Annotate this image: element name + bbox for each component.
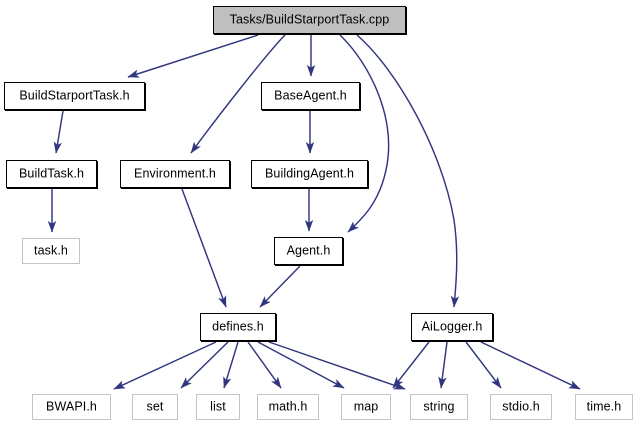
edge-agent-h-to-defines-h <box>259 265 301 308</box>
edge-root-to-agent-h <box>339 34 390 233</box>
graph-node-label: list <box>210 399 226 414</box>
graph-node-map: map <box>341 394 391 420</box>
edge-defines-h-to-string <box>268 341 406 390</box>
graph-node-label: BWAPI.h <box>46 399 97 414</box>
graph-node-label: set <box>146 399 164 414</box>
graph-node-label: AiLogger.h <box>421 319 483 334</box>
edge-root-to-ailogger-h <box>356 34 460 308</box>
graph-node-label: Environment.h <box>134 166 216 181</box>
graph-node-ailogger-h[interactable]: AiLogger.h <box>411 313 493 341</box>
graph-node-string: string <box>410 394 468 420</box>
edge-defines-h-to-math-h <box>247 341 282 389</box>
graph-node-defines-h[interactable]: defines.h <box>200 313 276 341</box>
edge-ailogger-h-to-map <box>392 341 430 389</box>
graph-node-label: defines.h <box>212 319 264 334</box>
graph-node-label: Agent.h <box>286 243 331 258</box>
graph-node-environment-h[interactable]: Environment.h <box>120 160 230 188</box>
edge-ailogger-h-to-time-h <box>480 341 581 390</box>
graph-node-label: time.h <box>586 399 622 414</box>
graph-node-set: set <box>132 394 178 420</box>
graph-node-baseagent-h[interactable]: BaseAgent.h <box>261 82 360 110</box>
graph-node-label: BuildTask.h <box>18 166 85 181</box>
graph-node-math-h: math.h <box>257 394 319 420</box>
graph-node-list: list <box>196 394 240 420</box>
graph-node-time-h: time.h <box>575 394 633 420</box>
edge-environment-h-to-defines-h <box>181 188 227 308</box>
graph-node-label: BuildingAgent.h <box>264 166 355 181</box>
graph-node-buildstarporttask-h[interactable]: BuildStarportTask.h <box>4 82 145 110</box>
graph-node-buildtask-h[interactable]: BuildTask.h <box>6 160 97 188</box>
graph-node-label: map <box>353 399 379 414</box>
edge-root-to-buildstarporttask-h <box>127 34 259 78</box>
edge-ailogger-h-to-stdio-h <box>465 341 502 389</box>
graph-node-label: string <box>423 399 455 414</box>
edge-defines-h-to-set <box>180 341 229 389</box>
edge-ailogger-h-to-string <box>438 341 448 389</box>
edge-defines-h-to-map <box>257 341 345 389</box>
graph-node-label: Tasks/BuildStarportTask.cpp <box>229 12 390 27</box>
graph-node-label: task.h <box>34 243 68 258</box>
graph-node-label: BaseAgent.h <box>274 88 347 103</box>
graph-node-task-h: task.h <box>22 238 80 264</box>
graph-node-stdio-h: stdio.h <box>490 394 552 420</box>
edge-defines-h-to-list <box>223 341 239 389</box>
graph-node-buildingagent-h[interactable]: BuildingAgent.h <box>251 160 368 188</box>
graph-node-label: stdio.h <box>502 399 540 414</box>
graph-node-label: BuildStarportTask.h <box>19 88 130 103</box>
edge-buildstarporttask-h-to-buildtask-h <box>53 110 64 154</box>
graph-node-agent-h[interactable]: Agent.h <box>274 237 343 265</box>
graph-node-bwapi-h: BWAPI.h <box>32 394 111 420</box>
graph-node-label: math.h <box>268 399 308 414</box>
edge-defines-h-to-bwapi-h <box>113 341 217 390</box>
graph-node-tasks-buildstarporttask-cpp[interactable]: Tasks/BuildStarportTask.cpp <box>213 6 406 34</box>
